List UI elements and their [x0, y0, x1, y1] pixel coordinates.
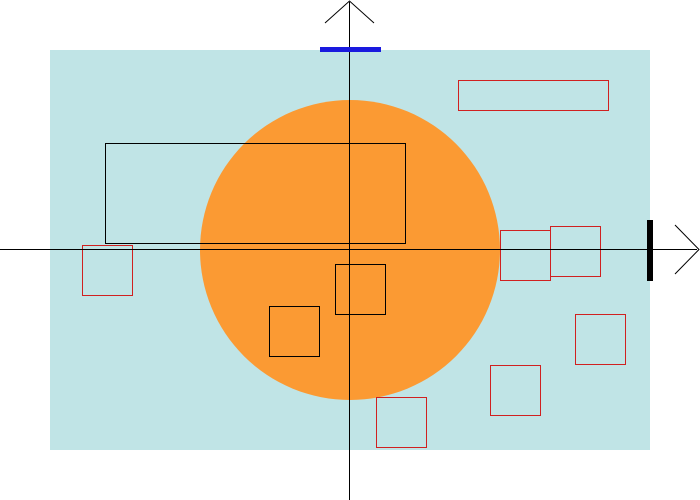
- red-outline-square-lower-right: [575, 314, 626, 365]
- red-outline-square-right-b: [550, 226, 601, 277]
- red-outline-square-bottom-center: [376, 397, 427, 448]
- x-axis-arrowhead: [674, 224, 700, 275]
- right-black-marker: [647, 220, 653, 281]
- black-outline-square-left: [269, 306, 320, 357]
- red-outline-square-left: [82, 245, 133, 296]
- red-outline-rect-wide: [458, 80, 609, 111]
- y-axis-arrowhead: [324, 0, 375, 24]
- top-blue-marker: [320, 47, 381, 52]
- red-outline-square-bottom-right: [490, 365, 541, 416]
- black-outline-rect-large: [105, 143, 406, 244]
- black-outline-square-center: [335, 264, 386, 315]
